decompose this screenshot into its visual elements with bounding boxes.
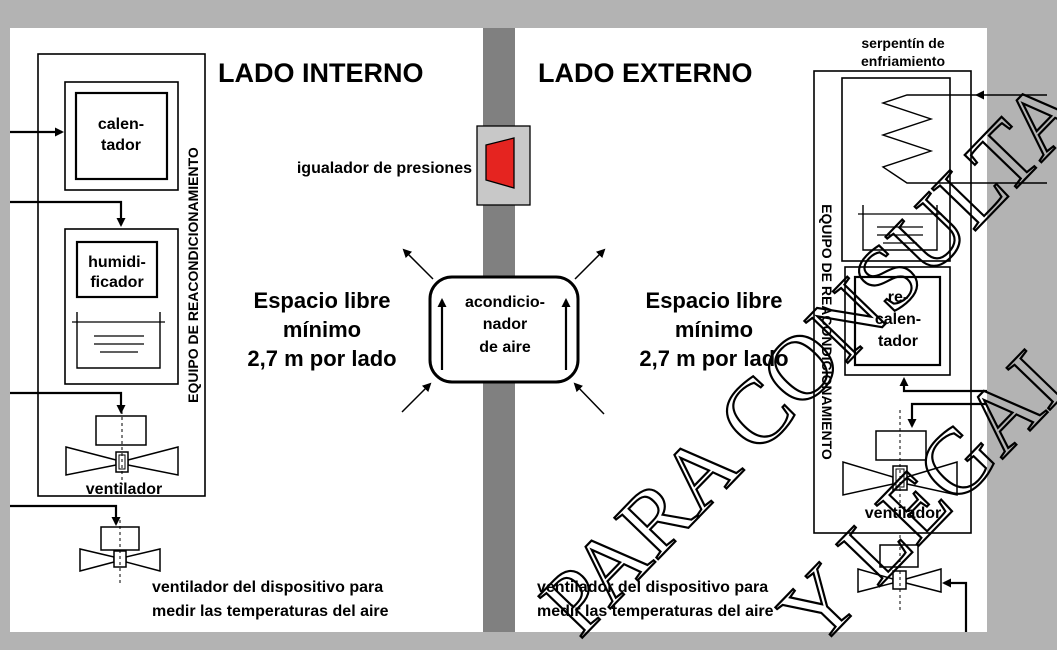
outside-reconditioning-equipment: EQUIPO DE REACONDICIONAMIENTO re- calen-… [813,70,1047,534]
inside-room [10,28,483,632]
outside-room [515,28,987,632]
cooling-coil [841,77,1047,262]
outside-side-title: LADO EXTERNO [538,58,753,88]
humidifier-label-2: ficador [90,274,143,291]
outside-fan-label: ventilador [865,505,941,522]
humidifier-tank [76,312,161,369]
inside-clearance-2: mínimo [283,317,361,342]
pressure-equalizer [476,125,531,206]
heater: calen- tador [64,81,179,191]
air-conditioner: acondicio- nador de aire [428,275,580,384]
outside-measuring-fan-arrow [942,578,968,632]
outside-equipment-label: EQUIPO DE REACONDICIONAMIENTO [819,204,835,460]
equalizer-damper-icon [485,137,515,189]
inside-clearance-1: Espacio libre [254,288,391,313]
inside-measuring-fan-icon [79,520,161,585]
reheater: re- calen- tador [844,266,951,376]
condensate-tank [862,205,938,251]
inside-fan-label: ventilador [86,481,162,498]
ac-outflow-arrow-nw [402,248,434,280]
cooling-coil-label-2: enfriamiento [861,53,945,69]
reheater-label-1: re- [888,289,908,306]
ac-label-1: acondicio- [465,294,545,311]
humidifier: humidi- ficador [64,228,179,385]
ac-inflow-arrow-sw [401,382,432,413]
inside-measuring-fan-arrow [10,504,121,526]
inside-measuring-fan-label-1: ventilador del dispositivo para [152,579,383,596]
outside-fan-icon [842,410,958,505]
inside-equipment-label: EQUIPO DE REACONDICIONAMIENTO [185,147,201,403]
reheater-label-2: calen- [875,311,921,328]
heater-label-2: tador [101,137,141,154]
ac-label-2: nador [483,316,527,333]
ac-inflow-arrow-se [573,382,605,415]
inside-measuring-fan-label-2: medir las temperaturas del aire [152,603,389,620]
cooling-coil-label-1: serpentín de [861,35,944,51]
outside-clearance-3: 2,7 m por lado [639,346,788,371]
humidifier-inlet-arrow [10,200,126,227]
inside-reconditioning-equipment: EQUIPO DE REACONDICIONAMIENTO calen- tad… [10,53,206,498]
inside-fan-inlet-arrow [10,391,126,414]
reheater-inlet-arrow [899,377,987,393]
outside-fan-inlet-arrow [907,402,987,428]
heater-label-1: calen- [98,116,144,133]
outside-measuring-fan-label-2: medir las temperaturas del aire [537,603,774,620]
outside-clearance-2: mínimo [675,317,753,342]
outside-clearance-1: Espacio libre [646,288,783,313]
reheater-label-3: tador [878,333,918,350]
inside-side-title: LADO INTERNO [218,58,424,88]
ac-label-3: de aire [479,339,531,356]
inside-clearance-3: 2,7 m por lado [247,346,396,371]
cooling-coil-zigzag [880,94,1047,184]
ac-outflow-arrow-ne [574,248,606,280]
pressure-equalizer-label: igualador de presiones [297,160,472,177]
humidifier-label-1: humidi- [88,254,146,271]
outside-measuring-fan-icon [857,535,942,610]
inside-fan-icon [65,405,179,485]
outside-measuring-fan-label-1: ventilador del dispositivo para [537,579,768,596]
